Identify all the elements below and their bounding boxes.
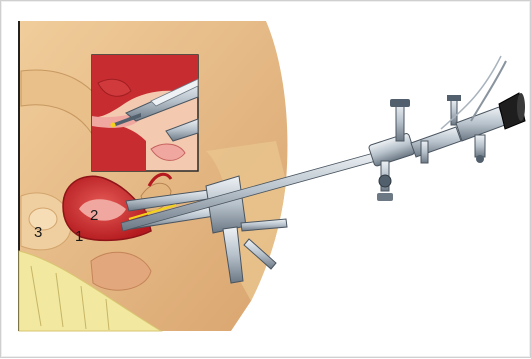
magnified-inset (92, 55, 198, 171)
label-1: 1 (75, 228, 83, 245)
label-3: 3 (34, 224, 42, 241)
label-2: 2 (90, 207, 98, 224)
